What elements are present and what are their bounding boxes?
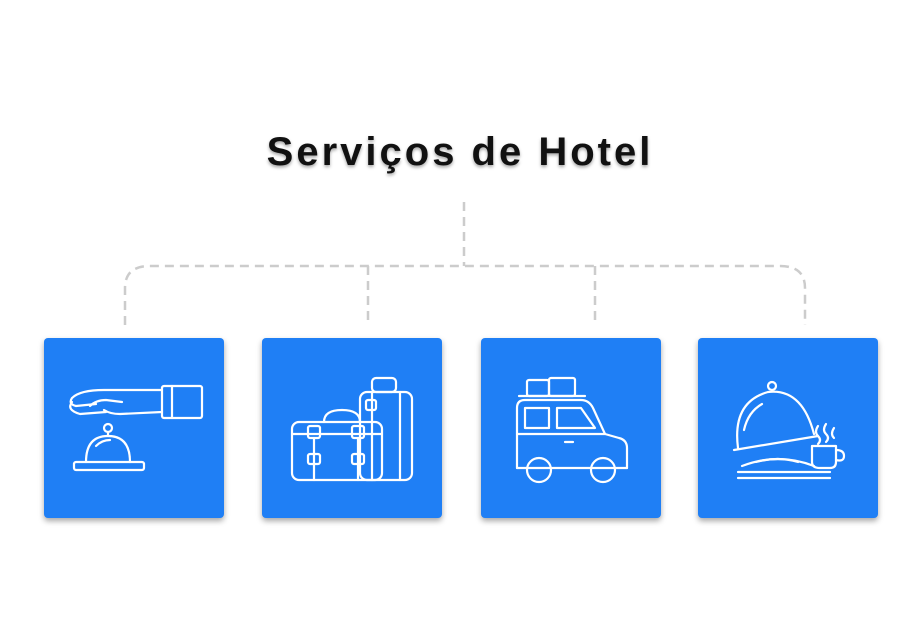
luggage-icon xyxy=(290,376,414,482)
service-card-reception[interactable] xyxy=(44,338,224,518)
service-card-transport[interactable] xyxy=(481,338,661,518)
service-card-luggage[interactable] xyxy=(262,338,442,518)
room-service-cloche-icon xyxy=(732,380,846,480)
car-with-roof-luggage-icon xyxy=(515,376,629,484)
branch-connector xyxy=(123,264,807,325)
service-card-room-service[interactable] xyxy=(698,338,878,518)
diagram-title: Serviços de Hotel xyxy=(266,130,654,174)
reception-bell-icon xyxy=(69,384,204,472)
